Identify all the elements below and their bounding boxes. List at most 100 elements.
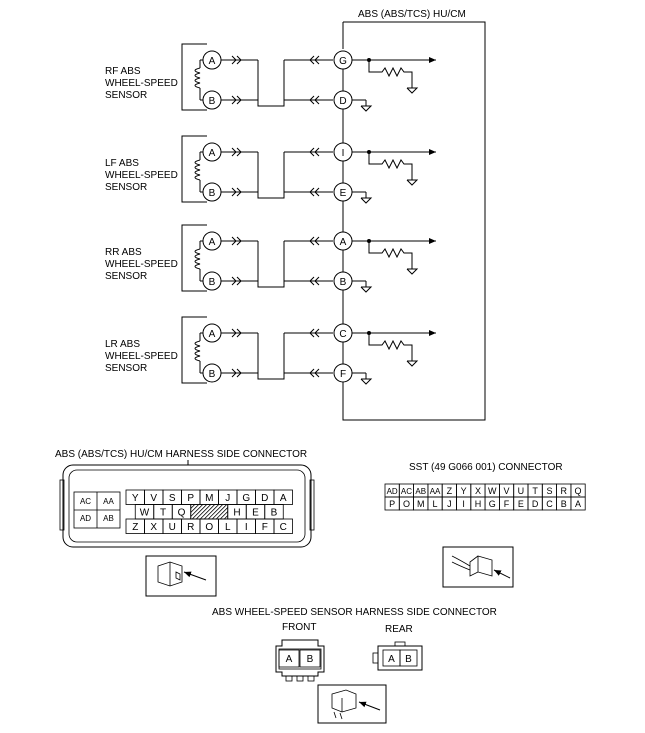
pin-cell: O: [403, 499, 410, 509]
connector-mark: [231, 187, 237, 197]
pin-cell: AD: [387, 487, 398, 496]
pin-cell: M: [417, 499, 425, 509]
rear-connector-label: REAR: [385, 624, 413, 635]
pin-cell: U: [169, 522, 176, 533]
connector-mark: [314, 95, 320, 105]
connector-mark: [231, 55, 237, 65]
pin-cell: S: [546, 486, 552, 496]
pin-cell: M: [205, 493, 213, 504]
pin-cell: B: [405, 654, 412, 665]
connector-mark: [309, 368, 315, 378]
connector-mark: [236, 368, 242, 378]
connector-mark: [236, 187, 242, 197]
pin-cell: AA: [103, 497, 114, 506]
pin-cell: Z: [132, 522, 138, 533]
connector-mark: [236, 55, 242, 65]
sensor-pin-label: A: [209, 329, 216, 340]
sensor-pin-label: A: [209, 148, 216, 159]
pin-cell: D: [261, 493, 268, 504]
ground-icon: [406, 360, 419, 367]
sensor-label: RR ABS: [105, 247, 142, 258]
twisted-pair: [257, 333, 285, 380]
pin-cell: C: [546, 499, 553, 509]
sst-connector-probe-icon: [442, 546, 514, 588]
pin-cell: G: [242, 493, 250, 504]
hatch: [207, 504, 224, 520]
connector-mark: [314, 187, 320, 197]
twisted-pair: [257, 152, 285, 199]
hu-connector-shell-outer: [62, 464, 312, 548]
pin-cell: Z: [447, 486, 453, 496]
hatch: [191, 504, 208, 520]
hatch: [203, 504, 220, 520]
connector-mark: [309, 276, 315, 286]
sensor-label: LR ABS: [105, 339, 140, 350]
sensor-pin-label: A: [209, 56, 216, 67]
pin-cell: U: [518, 486, 525, 496]
pin-cell: AB: [103, 514, 114, 523]
connector-mark: [236, 236, 242, 246]
pin-cell: Q: [178, 508, 186, 519]
module-pin-label: C: [339, 329, 346, 340]
pin-cell: B: [561, 499, 567, 509]
sensor-coil: [194, 67, 201, 89]
pin-cell: I: [462, 499, 465, 509]
sensor-label: LF ABS: [105, 158, 139, 169]
connector-mark: [314, 147, 320, 157]
rear-connector: A B: [372, 641, 423, 671]
sensor-label: WHEEL-SPEED: [105, 170, 178, 181]
connector-mark: [231, 147, 237, 157]
sensor-pin-label: A: [209, 237, 216, 248]
sensor-housing: [181, 224, 207, 292]
ground-icon: [406, 87, 419, 94]
sensor-label: WHEEL-SPEED: [105, 351, 178, 362]
connector-mark: [314, 55, 320, 65]
sensor-label: SENSOR: [105, 271, 147, 282]
pin-cell: S: [169, 493, 176, 504]
hatch: [211, 504, 228, 520]
resistor: [368, 152, 413, 174]
hatch: [219, 511, 229, 520]
sensor-pin-label: B: [209, 277, 216, 288]
pin-cell: AC: [401, 487, 412, 496]
front-connector-label: FRONT: [282, 622, 316, 633]
pin-cell: Y: [132, 493, 139, 504]
sensor-coil: [194, 340, 201, 362]
sensor-coil: [194, 248, 201, 270]
connector-mark: [314, 276, 320, 286]
pin-cell: O: [205, 522, 213, 533]
connector-mark: [314, 328, 320, 338]
pin-cell: C: [280, 522, 287, 533]
pin-cell-box: [273, 518, 293, 534]
resistor: [368, 241, 413, 263]
hatch: [215, 507, 229, 520]
pin-cell: W: [488, 486, 497, 496]
connector-mark: [231, 276, 237, 286]
connector-mark: [314, 368, 320, 378]
sensor-label: WHEEL-SPEED: [105, 78, 178, 89]
pin-cell: H: [233, 508, 240, 519]
connector-mark: [314, 236, 320, 246]
pin-cell: AC: [80, 497, 91, 506]
sensor-label: SENSOR: [105, 182, 147, 193]
sensor-pin-label: B: [209, 188, 216, 199]
sensor-pin-label: B: [209, 369, 216, 380]
sensor-connector-probe-icon: [317, 684, 387, 724]
hu-connector-shell-inner: [68, 469, 306, 543]
pin-cell: I: [245, 522, 248, 533]
hatch: [223, 515, 229, 520]
connector-mark: [309, 187, 315, 197]
ground-icon: [360, 105, 373, 112]
connector-mark: [236, 276, 242, 286]
pin-cell: T: [532, 486, 538, 496]
connector-mark: [309, 236, 315, 246]
connector-mark: [309, 55, 315, 65]
pin-cell: X: [475, 486, 481, 496]
pin-cell-box: [570, 496, 586, 511]
